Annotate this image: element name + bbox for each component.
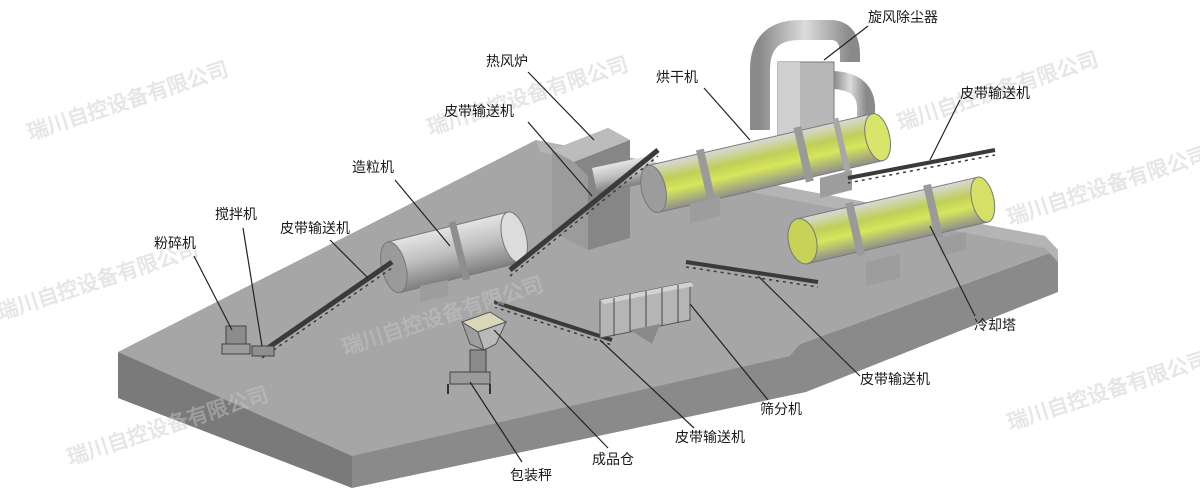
label-dryer: 烘干机 xyxy=(656,70,698,86)
finished-product-bin xyxy=(460,311,508,351)
label-screening-machine: 筛分机 xyxy=(760,402,802,418)
label-mixer: 搅拌机 xyxy=(215,207,257,223)
label-belt-conveyor-1: 皮带输送机 xyxy=(280,221,350,237)
dryer-drum xyxy=(640,113,892,224)
label-hot-air-furnace: 热风炉 xyxy=(486,54,528,70)
cooler-drum xyxy=(787,176,996,286)
label-packing-scale: 包装秤 xyxy=(510,468,552,484)
label-crusher: 粉碎机 xyxy=(154,236,196,252)
label-cyclone-dust-collector: 旋风除尘器 xyxy=(868,10,938,26)
platform-front-face xyxy=(118,352,352,488)
conveyor-granulator-to-dryer xyxy=(508,148,660,277)
crusher-and-mixer xyxy=(221,325,275,357)
conveyor-dryer-to-cooler xyxy=(847,148,996,184)
label-belt-conveyor-5: 皮带输送机 xyxy=(675,430,745,446)
label-cooler: 冷却塔 xyxy=(974,318,1016,334)
label-granulator: 造粒机 xyxy=(352,160,394,176)
svg-text:瑞川自控设备有限公司: 瑞川自控设备有限公司 xyxy=(1004,142,1200,230)
conveyor-screen-to-bin xyxy=(493,300,613,346)
watermark-text: 瑞川自控设备有限公司 xyxy=(24,57,231,145)
label-finished-bin: 成品仓 xyxy=(592,452,634,468)
platform-right-face xyxy=(352,250,1058,488)
screening-machine xyxy=(599,281,694,344)
packing-scale xyxy=(447,349,491,394)
svg-text:瑞川自控设备有限公司: 瑞川自控设备有限公司 xyxy=(1004,347,1200,435)
label-belt-conveyor-4: 皮带输送机 xyxy=(860,372,930,388)
label-belt-conveyor-2: 皮带输送机 xyxy=(444,104,514,120)
conveyor-cooler-to-screen xyxy=(685,260,819,288)
label-belt-conveyor-3: 皮带输送机 xyxy=(960,86,1030,102)
conveyor-crusher-to-granulator xyxy=(260,259,394,359)
leader-lines xyxy=(193,25,976,463)
granulator-drum xyxy=(380,211,528,302)
belt-conveyors xyxy=(260,148,996,359)
